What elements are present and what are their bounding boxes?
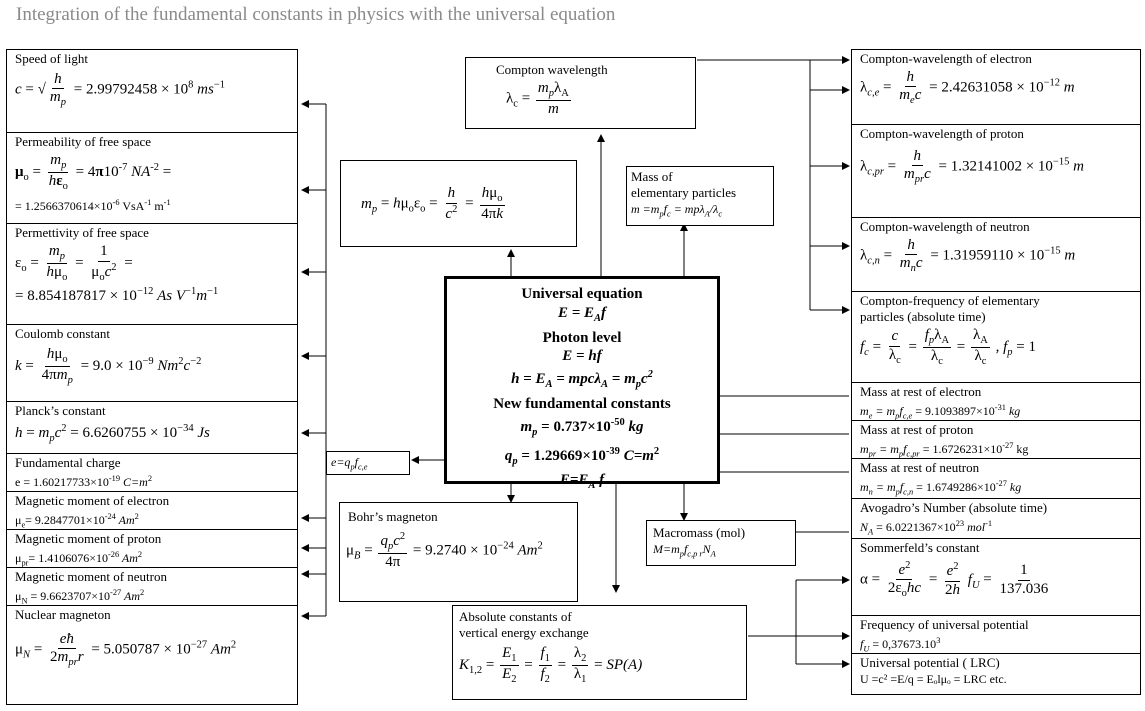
mm-proton-label: Magnetic moment of proton (15, 531, 162, 546)
permeability-value: = 1.2566370614×10 (15, 199, 113, 214)
univ-potential-value: U =c² =E/q = Eₒlμₒ = LRC etc. (860, 672, 1007, 686)
speed-of-light-value: 2.99792458 (85, 81, 158, 98)
absolute-constants-label-2: vertical energy exchange (459, 625, 589, 640)
planck-label: Planck’s constant (15, 403, 106, 418)
nuclear-magneton-value: 5.050787 (103, 641, 160, 658)
mass-neutron-cell: Mass at rest of neutron mn = mpfc,n = 1.… (852, 459, 1140, 499)
permeability-label: Permeability of free space (15, 134, 152, 149)
mm-neutron-cell: Magnetic moment of neutron μN = 9.662370… (7, 568, 297, 606)
coulomb-value: 9.0 (92, 358, 112, 374)
nuclear-magneton-label: Nuclear magneton (15, 607, 111, 622)
mm-electron-value: = 9.2847701×10 (25, 513, 105, 527)
mass-electron-value: 9.1093897×10 (925, 404, 995, 418)
compton-proton-label: Compton-wavelength of proton (860, 126, 1024, 141)
mp-value: = 0.737×10 (541, 418, 611, 435)
mm-neutron-value: = 9.6623707×10 (30, 589, 111, 603)
compton-frequency-cell: Compton-frequency of elementary particle… (852, 292, 1140, 383)
mass-elementary-label-2: elementary particles (631, 185, 737, 200)
planck-value: 6.6260755 (82, 425, 147, 441)
charge-label: Fundamental charge (15, 455, 121, 470)
freq-potential-cell: Frequency of universal potential fU = 0,… (852, 616, 1140, 654)
macromass-label: Macromass (mol) (653, 525, 746, 540)
charge-value: e = 1.60217733×10 (15, 475, 109, 489)
avogadro-label: Avogadro’s Number (absolute time) (860, 500, 1048, 515)
macromass-box: Macromass (mol) M=mpfc,p rNA (646, 520, 796, 566)
mm-electron-label: Magnetic moment of electron (15, 493, 170, 508)
univ-potential-cell: Universal potential ( LRC) U =c² =E/q = … (852, 654, 1140, 694)
speed-of-light-label: Speed of light (15, 51, 88, 66)
sommerfeld-value: 137.036 (999, 580, 1049, 597)
mass-electron-cell: Mass at rest of electron me = mpfc,e = 9… (852, 383, 1140, 421)
compton-neutron-value: 1.31959110 (942, 247, 1014, 264)
mass-electron-label: Mass at rest of electron (860, 384, 982, 399)
avogadro-cell: Avogadro’s Number (absolute time) NA = 6… (852, 499, 1140, 539)
e-charge-formula: e=qpfc,e (331, 455, 368, 472)
compton-neutron-label: Compton-wavelength of neutron (860, 219, 1030, 234)
universal-equation-heading: Universal equation (521, 286, 643, 302)
compton-proton-value: 1.32141002 (950, 158, 1022, 175)
univ-potential-label: Universal potential ( LRC) (860, 655, 1000, 670)
e-charge-box: e=qpfc,e (326, 451, 410, 475)
new-constants-heading: New fundamental constants (493, 395, 671, 412)
page-title: Integration of the fundamental constants… (16, 4, 616, 25)
photon-level-heading: Photon level (542, 329, 622, 346)
mm-neutron-label: Magnetic moment of neutron (15, 569, 167, 584)
mass-proton-label: Mass at rest of proton (860, 422, 974, 437)
permittivity-label: Permettivity of free space (15, 225, 149, 240)
mass-neutron-label: Mass at rest of neutron (860, 460, 980, 475)
freq-potential-value: = 0,37673.10 (869, 637, 937, 651)
bohr-magneton-value: 9.2740 (425, 542, 467, 559)
coulomb-label: Coulomb constant (15, 326, 110, 341)
mass-elementary-box: Mass of elementary particles m =mpfc = m… (626, 166, 774, 226)
compton-electron-value: 2.42631058 (941, 79, 1013, 96)
absolute-constants-result: SP(A) (606, 657, 643, 673)
sommerfeld-label: Sommerfeld’s constant (860, 540, 980, 555)
avogadro-value: = 6.0221367×10 (873, 520, 956, 534)
mass-neutron-value: 1.6749286×10 (925, 480, 996, 494)
compton-wavelength-label: Compton wavelength (496, 62, 608, 77)
planck-cell: Planck’s constant h = mpc2 = 6.6260755 ×… (7, 402, 297, 454)
charge-cell: Fundamental charge e = 1.60217733×10-19 … (7, 454, 297, 492)
universal-equation-box: Universal equation E = EAf Photon level … (444, 276, 720, 491)
bohr-magneton-label: Bohr’s magneton (348, 509, 438, 524)
qp-value: = 1.29669×10 (521, 447, 606, 464)
mass-proton-cell: Mass at rest of proton mpr = mpfc,pr = 1… (852, 421, 1140, 459)
compton-frequency-label-1: Compton-frequency of elementary (860, 293, 1040, 308)
mass-elementary-label-1: Mass of (631, 169, 673, 184)
compton-electron-label: Compton-wavelength of electron (860, 51, 1032, 66)
mm-proton-cell: Magnetic moment of proton μpr= 1.4106076… (7, 530, 297, 568)
compton-frequency-label-2: particles (absolute time) (860, 309, 986, 324)
mm-proton-value: = 1.4106076×10 (28, 551, 108, 565)
absolute-constants-box: Absolute constants of vertical energy ex… (452, 605, 747, 700)
absolute-constants-label-1: Absolute constants of (459, 609, 572, 624)
permittivity-value: = 8.854187817 (15, 288, 106, 305)
freq-potential-label: Frequency of universal potential (860, 617, 1029, 632)
mm-electron-cell: Magnetic moment of electron μe= 9.284770… (7, 492, 297, 530)
mass-proton-value: 1.6726231×10 (932, 442, 1003, 456)
